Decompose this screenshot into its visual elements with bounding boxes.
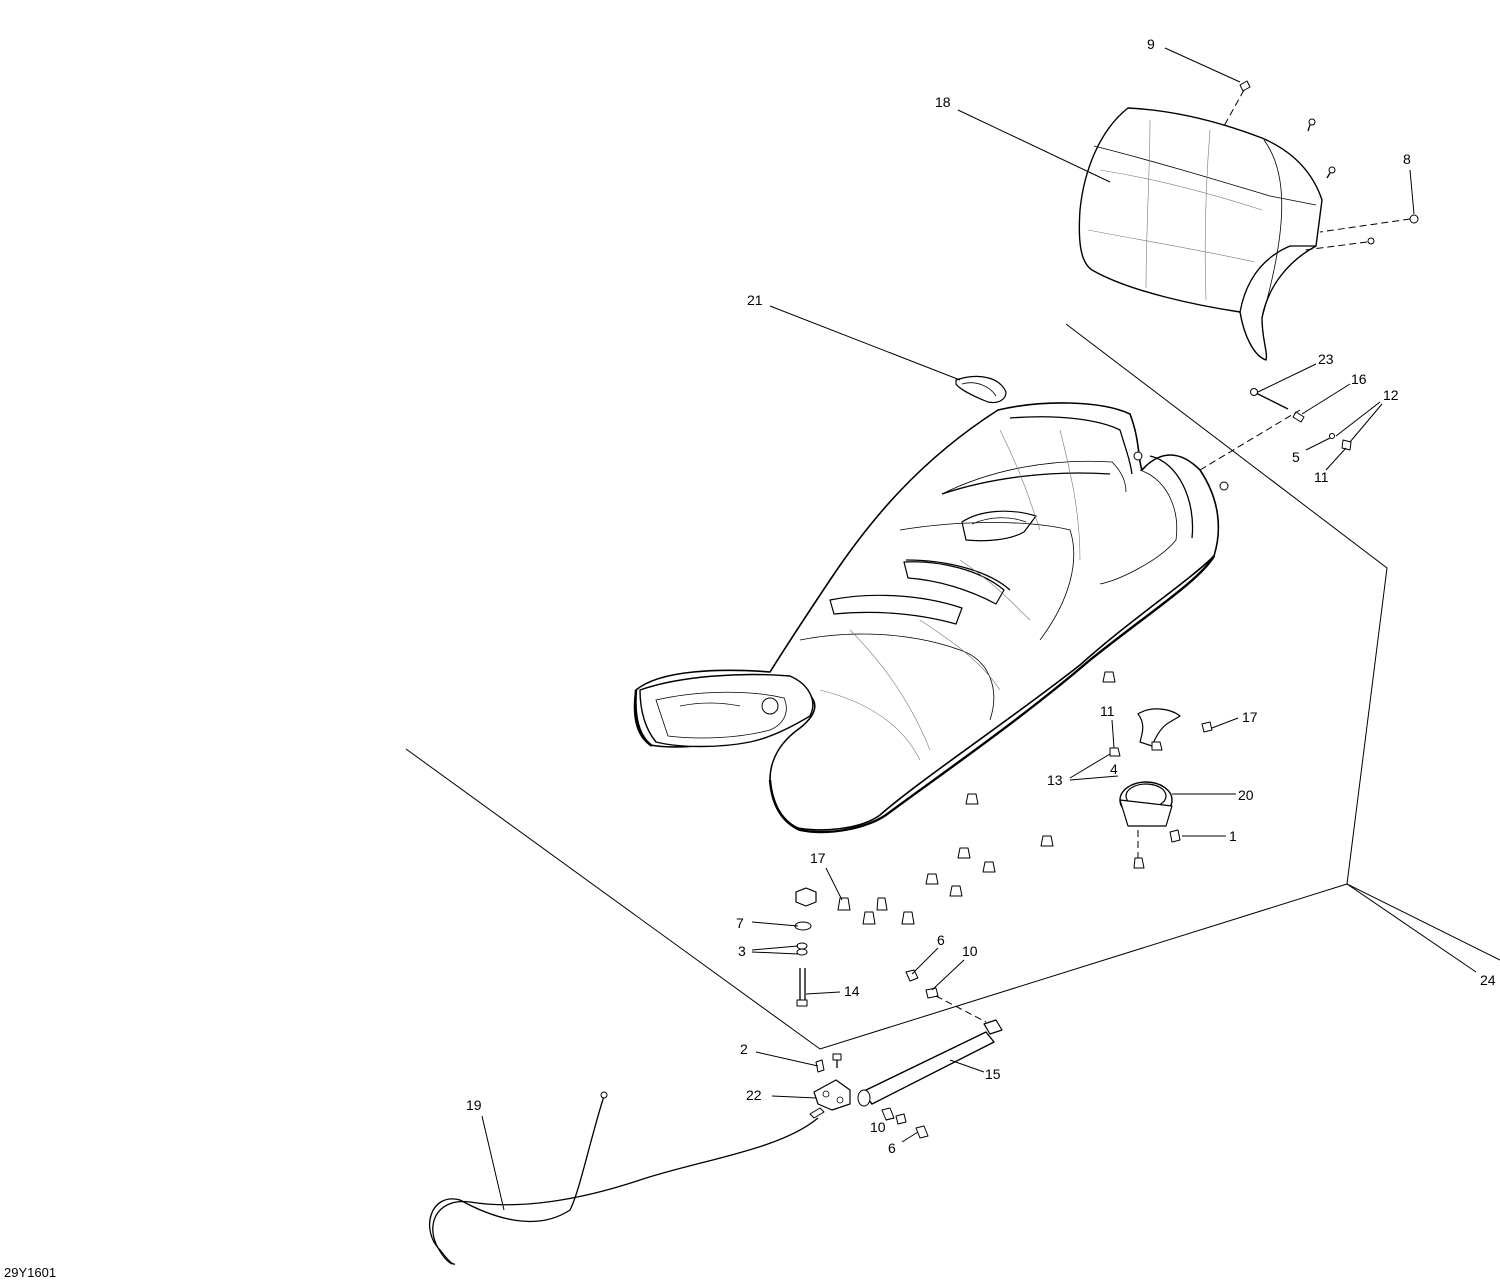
main-seat: [633, 402, 1229, 834]
part-21-cover: [955, 375, 1007, 404]
callout-2: 2: [740, 1041, 748, 1057]
callout-11-upper: 11: [1314, 469, 1329, 485]
callout-12: 12: [1383, 387, 1399, 403]
backrest-hardware: [1223, 80, 1419, 251]
part-18-backrest: [1078, 107, 1323, 361]
callout-labels: 9 18 8 21 23 16 12 5 11 11 17 13 4 20 1 …: [466, 36, 1496, 1156]
callout-15: 15: [985, 1066, 1001, 1082]
release-cable: [429, 1091, 825, 1265]
callout-10-upper: 10: [962, 943, 978, 959]
hinge-hardware: [1250, 388, 1352, 451]
latch-assembly: [1109, 708, 1213, 858]
mounting-stud: [794, 887, 817, 1007]
callout-6-lower: 6: [888, 1140, 896, 1156]
rubber-bumpers: [837, 671, 1145, 925]
drawing-reference-number: 29Y1601: [4, 1265, 57, 1280]
callout-7: 7: [736, 915, 744, 931]
callout-20: 20: [1238, 787, 1254, 803]
callout-8: 8: [1403, 151, 1411, 167]
callout-4: 4: [1110, 761, 1118, 777]
callout-9: 9: [1147, 36, 1155, 52]
assembly-line-23: [1199, 409, 1301, 471]
callout-18: 18: [935, 94, 951, 110]
callout-13: 13: [1047, 772, 1063, 788]
gas-strut: [857, 969, 1003, 1139]
callout-1: 1: [1229, 828, 1237, 844]
callout-19: 19: [466, 1097, 482, 1113]
callout-11-lower: 11: [1100, 703, 1115, 719]
callout-17-left: 17: [810, 850, 826, 866]
callout-6-upper: 6: [937, 932, 945, 948]
callout-21: 21: [747, 292, 763, 308]
callout-3: 3: [738, 943, 746, 959]
callout-22: 22: [746, 1087, 762, 1103]
callout-24: 24: [1480, 972, 1496, 988]
part-24-frame-outline: [405, 323, 1500, 1050]
callout-17-right: 17: [1242, 709, 1258, 725]
callout-16: 16: [1351, 371, 1367, 387]
latch-striker: [813, 1053, 851, 1111]
callout-14: 14: [844, 983, 860, 999]
callout-23: 23: [1318, 351, 1334, 367]
callout-10-lower: 10: [870, 1119, 886, 1135]
callout-leaders: [481, 47, 1477, 1211]
callout-5: 5: [1292, 449, 1300, 465]
